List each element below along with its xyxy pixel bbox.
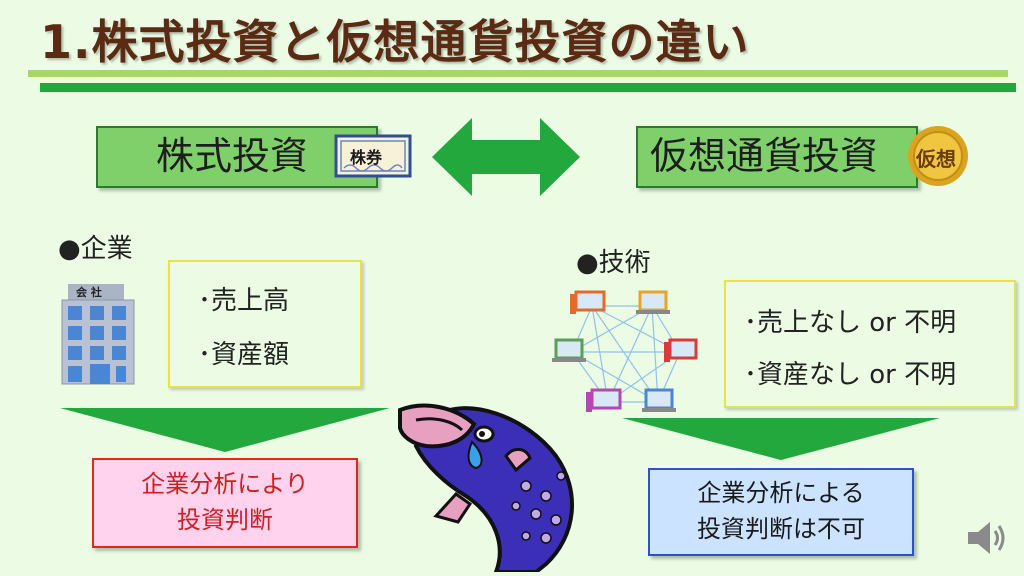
metric-item: ･売上高 <box>198 286 290 316</box>
stock-investment-label: 株式投資 <box>156 134 309 178</box>
building-sign: 会 社 <box>76 286 102 299</box>
double-arrow-icon <box>432 118 580 196</box>
company-metrics-box: ･売上高 ･資産額 <box>168 260 362 388</box>
metric-item: ･資産額 <box>198 340 290 370</box>
title-underline-dark <box>40 83 1016 92</box>
crypto-conclusion-box: 企業分析による 投資判断は不可 <box>648 468 914 556</box>
crypto-coin-icon: 仮想 <box>906 124 970 188</box>
down-arrow-left <box>60 408 390 452</box>
crying-fish-icon <box>396 396 596 574</box>
company-bullet-heading: ●企業 <box>58 234 133 264</box>
coin-text: 仮想 <box>916 147 956 171</box>
conclusion-line: 投資判断 <box>177 506 273 534</box>
crypto-investment-box: 仮想通貨投資 <box>636 126 918 188</box>
company-building-icon: 会 社 <box>60 282 138 386</box>
page-title: 1.株式投資と仮想通貨投資の違い <box>40 15 750 69</box>
speaker-icon[interactable] <box>964 516 1008 560</box>
stock-investment-box: 株式投資 <box>96 126 378 188</box>
stock-certificate-icon: 株券 <box>334 134 412 178</box>
technology-bullet-heading: ●技術 <box>576 248 651 278</box>
conclusion-line: 投資判断は不可 <box>697 515 865 543</box>
stock-conclusion-box: 企業分析により 投資判断 <box>92 458 358 548</box>
title-underline-light <box>28 70 1008 77</box>
down-arrow-right <box>622 418 940 460</box>
technology-metrics-box: ･売上なし or 不明 ･資産なし or 不明 <box>724 280 1016 408</box>
conclusion-line: 企業分析により <box>141 470 309 498</box>
crypto-investment-label: 仮想通貨投資 <box>650 134 879 178</box>
certificate-text: 株券 <box>350 148 383 167</box>
computer-network-icon <box>548 284 716 416</box>
conclusion-line: 企業分析による <box>697 479 865 507</box>
metric-item: ･売上なし or 不明 <box>744 308 957 338</box>
metric-item: ･資産なし or 不明 <box>744 360 957 390</box>
